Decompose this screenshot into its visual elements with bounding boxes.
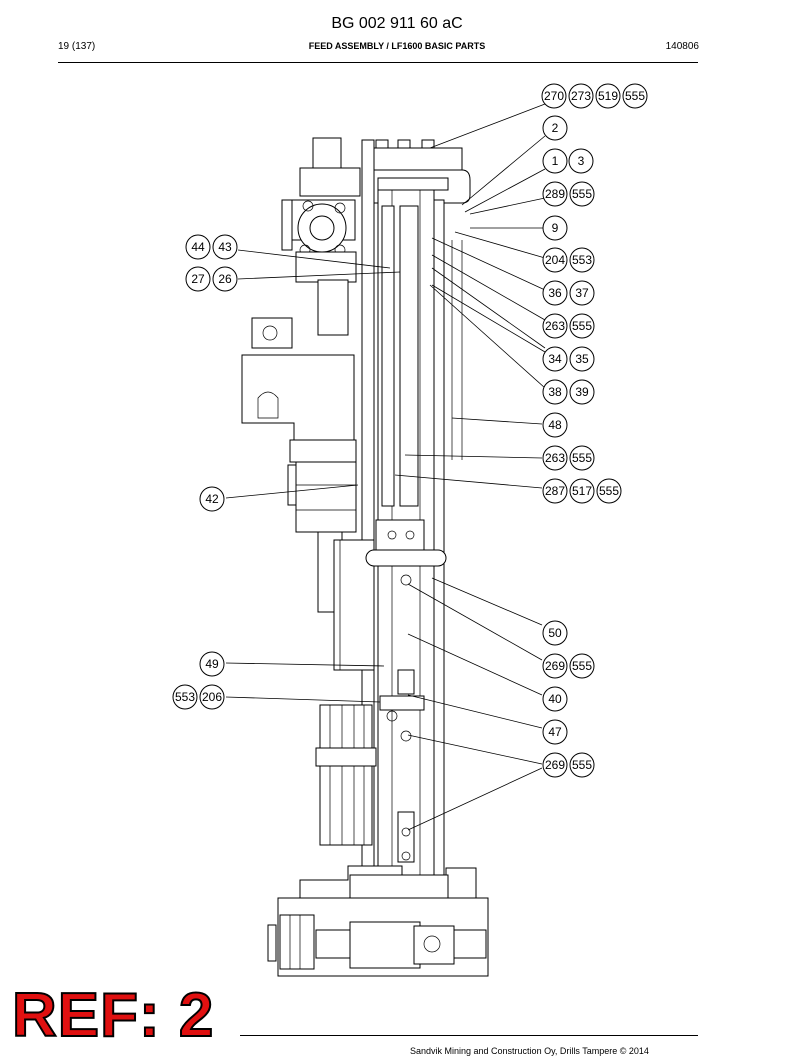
callout-555: 555 bbox=[569, 181, 595, 207]
svg-text:47: 47 bbox=[548, 725, 562, 739]
svg-text:204: 204 bbox=[545, 253, 565, 267]
callout-39: 39 bbox=[569, 379, 595, 405]
callout-44: 44 bbox=[185, 234, 211, 260]
svg-text:263: 263 bbox=[545, 319, 565, 333]
svg-text:36: 36 bbox=[548, 286, 562, 300]
svg-text:49: 49 bbox=[205, 657, 219, 671]
svg-text:40: 40 bbox=[548, 692, 562, 706]
callout-26: 26 bbox=[212, 266, 238, 292]
svg-text:39: 39 bbox=[575, 385, 589, 399]
svg-text:48: 48 bbox=[548, 418, 562, 432]
callout-270: 270 bbox=[541, 83, 567, 109]
callout-269: 269 bbox=[542, 752, 568, 778]
svg-text:38: 38 bbox=[548, 385, 562, 399]
svg-text:43: 43 bbox=[218, 240, 232, 254]
svg-text:555: 555 bbox=[572, 319, 592, 333]
feed-assembly-parts bbox=[241, 137, 489, 977]
svg-text:555: 555 bbox=[572, 451, 592, 465]
callout-1: 1 bbox=[542, 148, 568, 174]
svg-text:37: 37 bbox=[575, 286, 589, 300]
callout-555: 555 bbox=[596, 478, 622, 504]
callout-38: 38 bbox=[542, 379, 568, 405]
leader-lines bbox=[225, 103, 546, 831]
callout-553: 553 bbox=[172, 684, 198, 710]
svg-text:1: 1 bbox=[552, 154, 559, 168]
callout-555: 555 bbox=[569, 445, 595, 471]
svg-text:263: 263 bbox=[545, 451, 565, 465]
svg-text:44: 44 bbox=[191, 240, 205, 254]
callout-50: 50 bbox=[542, 620, 568, 646]
footer-copyright: Sandvik Mining and Construction Oy, Dril… bbox=[410, 1046, 649, 1056]
callout-37: 37 bbox=[569, 280, 595, 306]
svg-text:270: 270 bbox=[544, 89, 564, 103]
callout-43: 43 bbox=[212, 234, 238, 260]
callout-49: 49 bbox=[199, 651, 225, 677]
callout-48: 48 bbox=[542, 412, 568, 438]
svg-text:3: 3 bbox=[578, 154, 585, 168]
svg-text:34: 34 bbox=[548, 352, 562, 366]
svg-text:42: 42 bbox=[205, 492, 219, 506]
callout-287: 287 bbox=[542, 478, 568, 504]
callout-47: 47 bbox=[542, 719, 568, 745]
section-title: FEED ASSEMBLY / LF1600 BASIC PARTS bbox=[308, 41, 486, 51]
callout-519: 519 bbox=[595, 83, 621, 109]
svg-text:555: 555 bbox=[572, 758, 592, 772]
callout-9: 9 bbox=[542, 215, 568, 241]
callout-2: 2 bbox=[542, 115, 568, 141]
document-date: 140806 bbox=[665, 41, 699, 52]
svg-text:555: 555 bbox=[572, 187, 592, 201]
callout-40: 40 bbox=[542, 686, 568, 712]
callout-273: 273 bbox=[568, 83, 594, 109]
callout-289: 289 bbox=[542, 181, 568, 207]
svg-text:517: 517 bbox=[572, 484, 592, 498]
callout-517: 517 bbox=[569, 478, 595, 504]
callout-27: 27 bbox=[185, 266, 211, 292]
svg-text:9: 9 bbox=[552, 221, 559, 235]
svg-text:269: 269 bbox=[545, 659, 565, 673]
callout-206: 206 bbox=[199, 684, 225, 710]
callout-263: 263 bbox=[542, 445, 568, 471]
callout-42: 42 bbox=[199, 486, 225, 512]
header-rule bbox=[58, 62, 698, 63]
page-number: 19 (137) bbox=[58, 41, 96, 52]
callout-34: 34 bbox=[542, 346, 568, 372]
callout-555: 555 bbox=[622, 83, 648, 109]
svg-text:553: 553 bbox=[175, 690, 195, 704]
svg-text:206: 206 bbox=[202, 690, 222, 704]
callout-35: 35 bbox=[569, 346, 595, 372]
callout-555: 555 bbox=[569, 313, 595, 339]
callout-555: 555 bbox=[569, 752, 595, 778]
svg-text:553: 553 bbox=[572, 253, 592, 267]
ref-stamp: REF: 2 bbox=[11, 981, 215, 1050]
svg-text:519: 519 bbox=[598, 89, 618, 103]
document-title: BG 002 911 60 aC bbox=[331, 15, 463, 32]
callout-553: 553 bbox=[569, 247, 595, 273]
svg-text:26: 26 bbox=[218, 272, 232, 286]
svg-text:50: 50 bbox=[548, 626, 562, 640]
svg-text:273: 273 bbox=[571, 89, 591, 103]
callout-555: 555 bbox=[569, 653, 595, 679]
svg-text:35: 35 bbox=[575, 352, 589, 366]
footer-rule bbox=[240, 1035, 698, 1036]
callout-3: 3 bbox=[568, 148, 594, 174]
svg-text:2: 2 bbox=[552, 121, 559, 135]
callout-36: 36 bbox=[542, 280, 568, 306]
svg-text:287: 287 bbox=[545, 484, 565, 498]
callout-269: 269 bbox=[542, 653, 568, 679]
svg-text:289: 289 bbox=[545, 187, 565, 201]
callout-263: 263 bbox=[542, 313, 568, 339]
svg-text:269: 269 bbox=[545, 758, 565, 772]
callout-204: 204 bbox=[542, 247, 568, 273]
svg-text:555: 555 bbox=[572, 659, 592, 673]
svg-text:555: 555 bbox=[599, 484, 619, 498]
svg-text:27: 27 bbox=[191, 272, 205, 286]
svg-text:555: 555 bbox=[625, 89, 645, 103]
